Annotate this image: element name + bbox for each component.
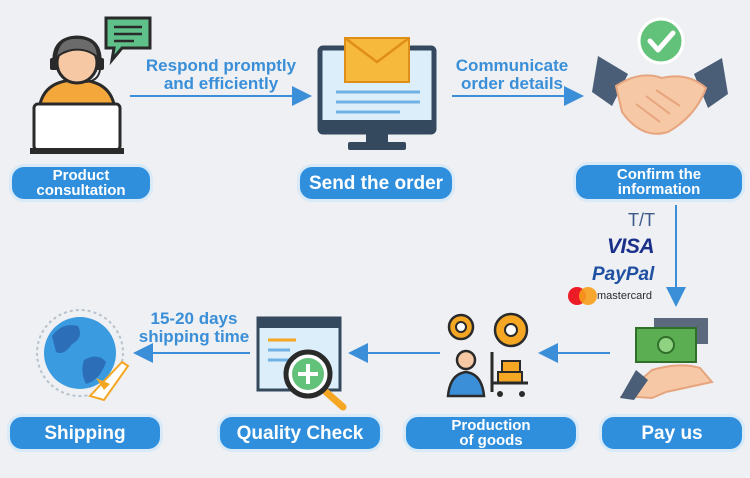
step-confirm-information: Confirm the information [576,165,742,199]
step-production-of-goods-label: Production of goods [451,417,531,449]
headset-agent-icon [30,35,124,154]
step-product-consultation-label: Product consultation [36,167,126,199]
tt-label: T/T [628,210,655,230]
step-production-of-goods: Production of goods [406,417,576,449]
money-hand-icon [619,318,714,400]
respond-note: Respond promptly and efficiently [140,57,302,93]
respond-note-text: Respond promptly and efficiently [145,56,297,93]
globe-plane-icon [36,309,130,402]
step-quality-check: Quality Check [220,417,380,449]
step-shipping: Shipping [10,417,160,449]
paypal-label: PayPal [592,264,655,285]
communicate-note: Communicate order details [450,57,574,93]
chat-bubble-icon [104,16,152,66]
step-product-consultation: Product consultation [12,167,150,199]
document-magnifier-icon [256,316,347,411]
monitor-email-icon [317,37,437,150]
step-send-order: Send the order [300,167,452,199]
check-badge-icon [637,17,685,65]
shipping-time-note-text: 15-20 days shipping time [138,309,250,346]
mastercard-label: mastercard [597,290,653,302]
gears-worker-icon [446,312,529,398]
step-shipping-label: Shipping [44,422,126,444]
step-quality-check-label: Quality Check [236,422,364,444]
communicate-note-text: Communicate order details [455,56,569,93]
mastercard-logo-icon [568,287,597,305]
step-pay-us-label: Pay us [641,422,703,444]
shipping-time-note: 15-20 days shipping time [132,310,256,346]
visa-label: VISA [607,235,655,258]
handshake-icon [592,56,728,135]
step-pay-us: Pay us [602,417,742,449]
step-send-order-label: Send the order [308,172,444,194]
step-confirm-information-label: Confirm the information [616,166,702,198]
